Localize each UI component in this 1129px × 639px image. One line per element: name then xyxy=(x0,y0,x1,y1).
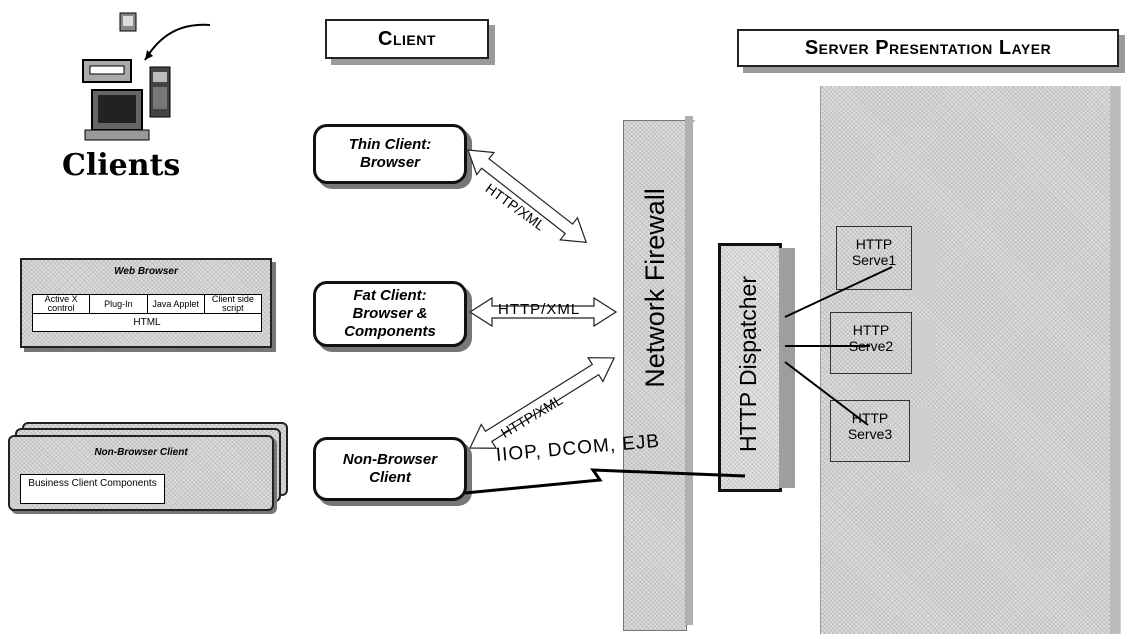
cell-plugin: Plug-In xyxy=(90,295,148,313)
cell-client-script: Client side script xyxy=(211,294,254,313)
lightning-bolt-icon xyxy=(464,468,746,495)
http-xml-label-3: HTTP/XML xyxy=(497,391,566,441)
http-server-3: HTTP Serve3 xyxy=(830,400,910,462)
client-header: Client xyxy=(325,19,489,59)
http-server-2: HTTP Serve2 xyxy=(830,312,912,374)
non-browser-client-label: Non-Browser Client xyxy=(342,451,438,486)
fat-client-label: Fat Client: Browser & Components xyxy=(344,287,436,340)
firewall-side-face xyxy=(685,116,693,625)
server-layer-header-label: Server Presentation Layer xyxy=(804,36,1052,59)
cell-html: HTML xyxy=(133,317,161,328)
server-layer-header: Server Presentation Layer xyxy=(737,29,1119,67)
cell-java-applet: Java Applet xyxy=(148,295,205,313)
http-xml-label-1: HTTP/XML xyxy=(482,180,549,234)
http-arrow-1 xyxy=(467,149,588,244)
business-components-box: Business Client Components xyxy=(20,474,165,504)
client-header-label: Client xyxy=(378,27,436,50)
cell-activex: Active X control xyxy=(33,295,91,313)
clients-label: Clients xyxy=(62,148,181,183)
web-browser-panel: Web Browser Active X control Plug-In Jav… xyxy=(20,258,272,348)
non-browser-client-pill: Non-Browser Client xyxy=(313,437,467,501)
dispatcher-label: HTTP Dispatcher xyxy=(735,276,761,452)
web-browser-title: Web Browser xyxy=(114,266,178,277)
fat-client-pill: Fat Client: Browser & Components xyxy=(313,281,467,347)
server-2-side xyxy=(909,319,935,379)
non-browser-panel-title: Non-Browser Client xyxy=(94,447,188,458)
server-1-side xyxy=(909,233,937,297)
web-browser-inner: Active X control Plug-In Java Applet Cli… xyxy=(32,294,262,332)
thin-client-label: Thin Client: Browser xyxy=(348,136,432,171)
server-layer-box-edge xyxy=(1110,86,1120,634)
server-3-label: HTTP Serve3 xyxy=(847,410,893,442)
dispatcher-box xyxy=(718,243,782,492)
firewall-label: Network Firewall xyxy=(640,188,670,388)
clients-clipart-icon xyxy=(82,12,211,141)
non-browser-client-panel: Non-Browser Client Business Client Compo… xyxy=(8,435,274,511)
server-2-label: HTTP Serve2 xyxy=(848,322,894,354)
server-1-label: HTTP Serve1 xyxy=(851,236,897,268)
thin-client-pill: Thin Client: Browser xyxy=(313,124,467,184)
dispatcher-side-face xyxy=(779,248,795,488)
server-3-side xyxy=(907,407,933,471)
http-xml-label-2: HTTP/XML xyxy=(498,301,581,318)
http-server-1: HTTP Serve1 xyxy=(836,226,912,290)
